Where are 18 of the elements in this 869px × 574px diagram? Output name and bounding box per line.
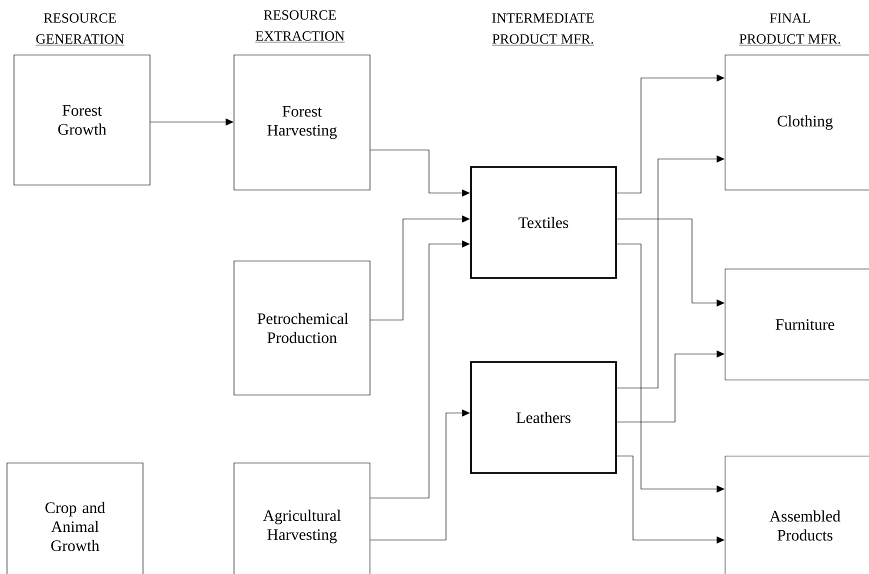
process-box: Crop and Animal Growth [6, 462, 144, 574]
column-heading: PRODUCT MFR. [738, 34, 842, 46]
column-heading: INTERMEDIATE [492, 13, 594, 23]
process-box: Textiles [470, 166, 617, 279]
column-heading: RESOURCE [264, 10, 336, 20]
column-heading: RESOURCE [44, 13, 116, 23]
process-box: Leathers [470, 361, 617, 474]
process-box: Petrochemical Production [234, 260, 370, 396]
process-box: Furniture [724, 268, 869, 380]
column-heading: EXTRACTION [255, 31, 345, 42]
process-box: Assembled Products [724, 456, 869, 574]
column-heading: FINAL [770, 13, 810, 23]
column-heading: GENERATION [35, 34, 125, 46]
column-heading: PRODUCT MFR. [492, 34, 594, 46]
process-box: Clothing [724, 54, 869, 190]
process-box: Agricultural Harvesting [234, 462, 370, 574]
process-box: Forest Growth [14, 54, 150, 186]
process-box: Forest Harvesting [234, 54, 370, 190]
